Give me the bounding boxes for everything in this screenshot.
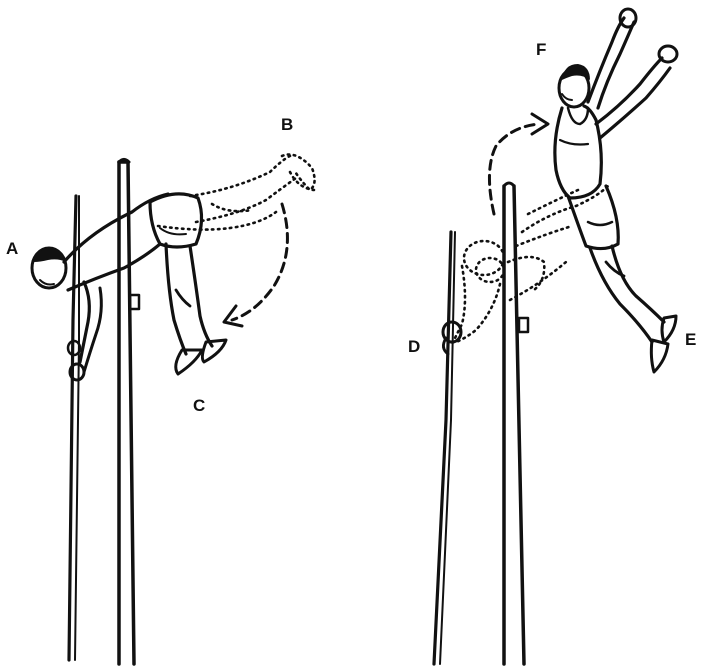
label-c: C — [193, 396, 205, 415]
right-scene — [434, 9, 677, 664]
label-b: B — [281, 115, 293, 134]
athlete-position-f — [555, 9, 677, 372]
label-f: F — [536, 40, 546, 59]
dotted-athlete-position-d — [452, 186, 608, 344]
dotted-leg-path-b — [190, 155, 315, 223]
arrow-d-to-f — [489, 114, 548, 214]
label-e: E — [685, 330, 696, 349]
left-standard-post — [119, 160, 139, 665]
left-scene — [32, 155, 315, 665]
right-standard-post — [504, 183, 528, 664]
label-a: A — [6, 239, 18, 258]
label-d: D — [408, 337, 420, 356]
